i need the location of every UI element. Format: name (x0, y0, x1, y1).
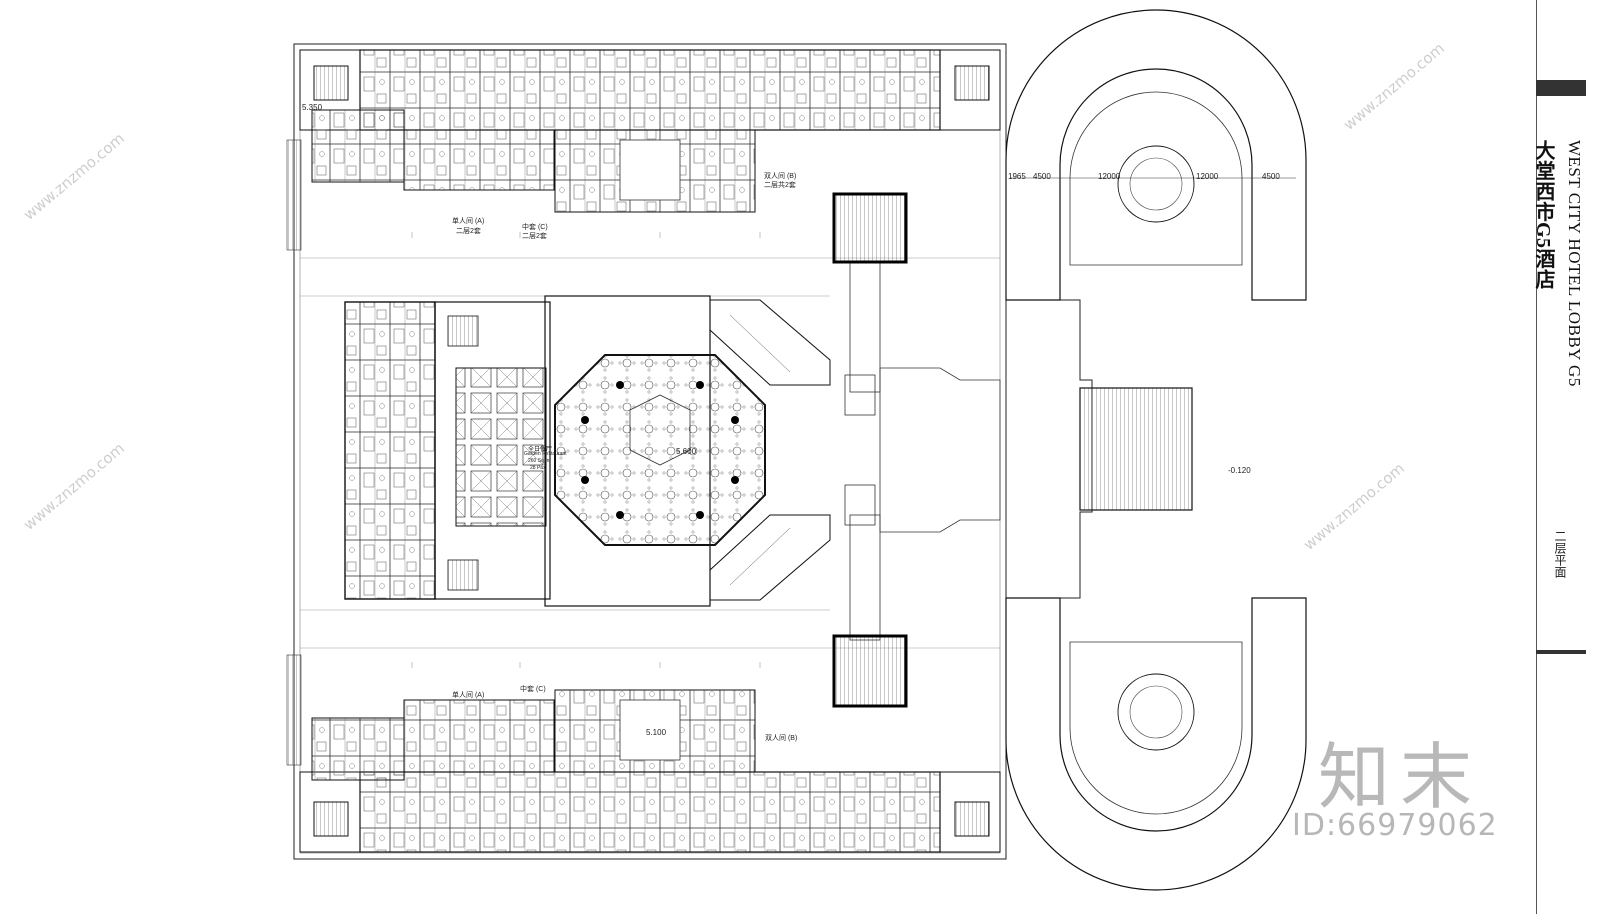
level-mark: 5.350 (302, 103, 323, 112)
dimension-label: 4500 (1033, 172, 1051, 181)
dimension-label: 12000 (1196, 172, 1219, 181)
room-label: 单人间 (A) (452, 218, 485, 225)
room-label: 双人间 (B) (764, 173, 797, 180)
level-mark: 5.100 (646, 728, 667, 737)
dimension-label: 1965 (1008, 172, 1026, 181)
level-mark: 5.600 (676, 447, 697, 456)
room-label: 双人间 (B) (765, 735, 798, 742)
restaurant-label: 260 Sq.m (528, 458, 550, 464)
restaurant-label: 全日餐厅 (528, 447, 553, 453)
watermark-logo: 知末 (1318, 735, 1483, 819)
sheet-name: 二层平面 (1553, 530, 1567, 578)
drawing-title-en: WEST CITY HOTEL LOBBY G5 (1565, 140, 1584, 387)
title-block-bar (1536, 80, 1586, 96)
restaurant-label: 28 Pax (530, 465, 546, 471)
drawing-title-zh: 大堂西市G5酒店 (1532, 140, 1554, 290)
level-mark: -0.120 (1228, 466, 1251, 475)
room-label: 二层2套 (522, 233, 547, 240)
restaurant-label: Garden Restaurant (524, 451, 567, 457)
drawing-title: WEST CITY HOTEL LOBBY G5 大堂西市G5酒店 (1532, 140, 1584, 480)
room-label: 中套 (C) (522, 224, 548, 231)
room-label: 二层2套 (456, 228, 481, 235)
room-label: 单人间 (A) (452, 692, 485, 699)
title-block (1536, 0, 1600, 914)
dimension-label: 12000 (1098, 172, 1121, 181)
watermark-id: ID:66979062 (1292, 808, 1498, 843)
room-label: 二层共2套 (764, 182, 796, 189)
title-block-bar (1536, 650, 1586, 654)
room-label: 中套 (C) (520, 686, 546, 693)
dimension-label: 4500 (1262, 172, 1280, 181)
